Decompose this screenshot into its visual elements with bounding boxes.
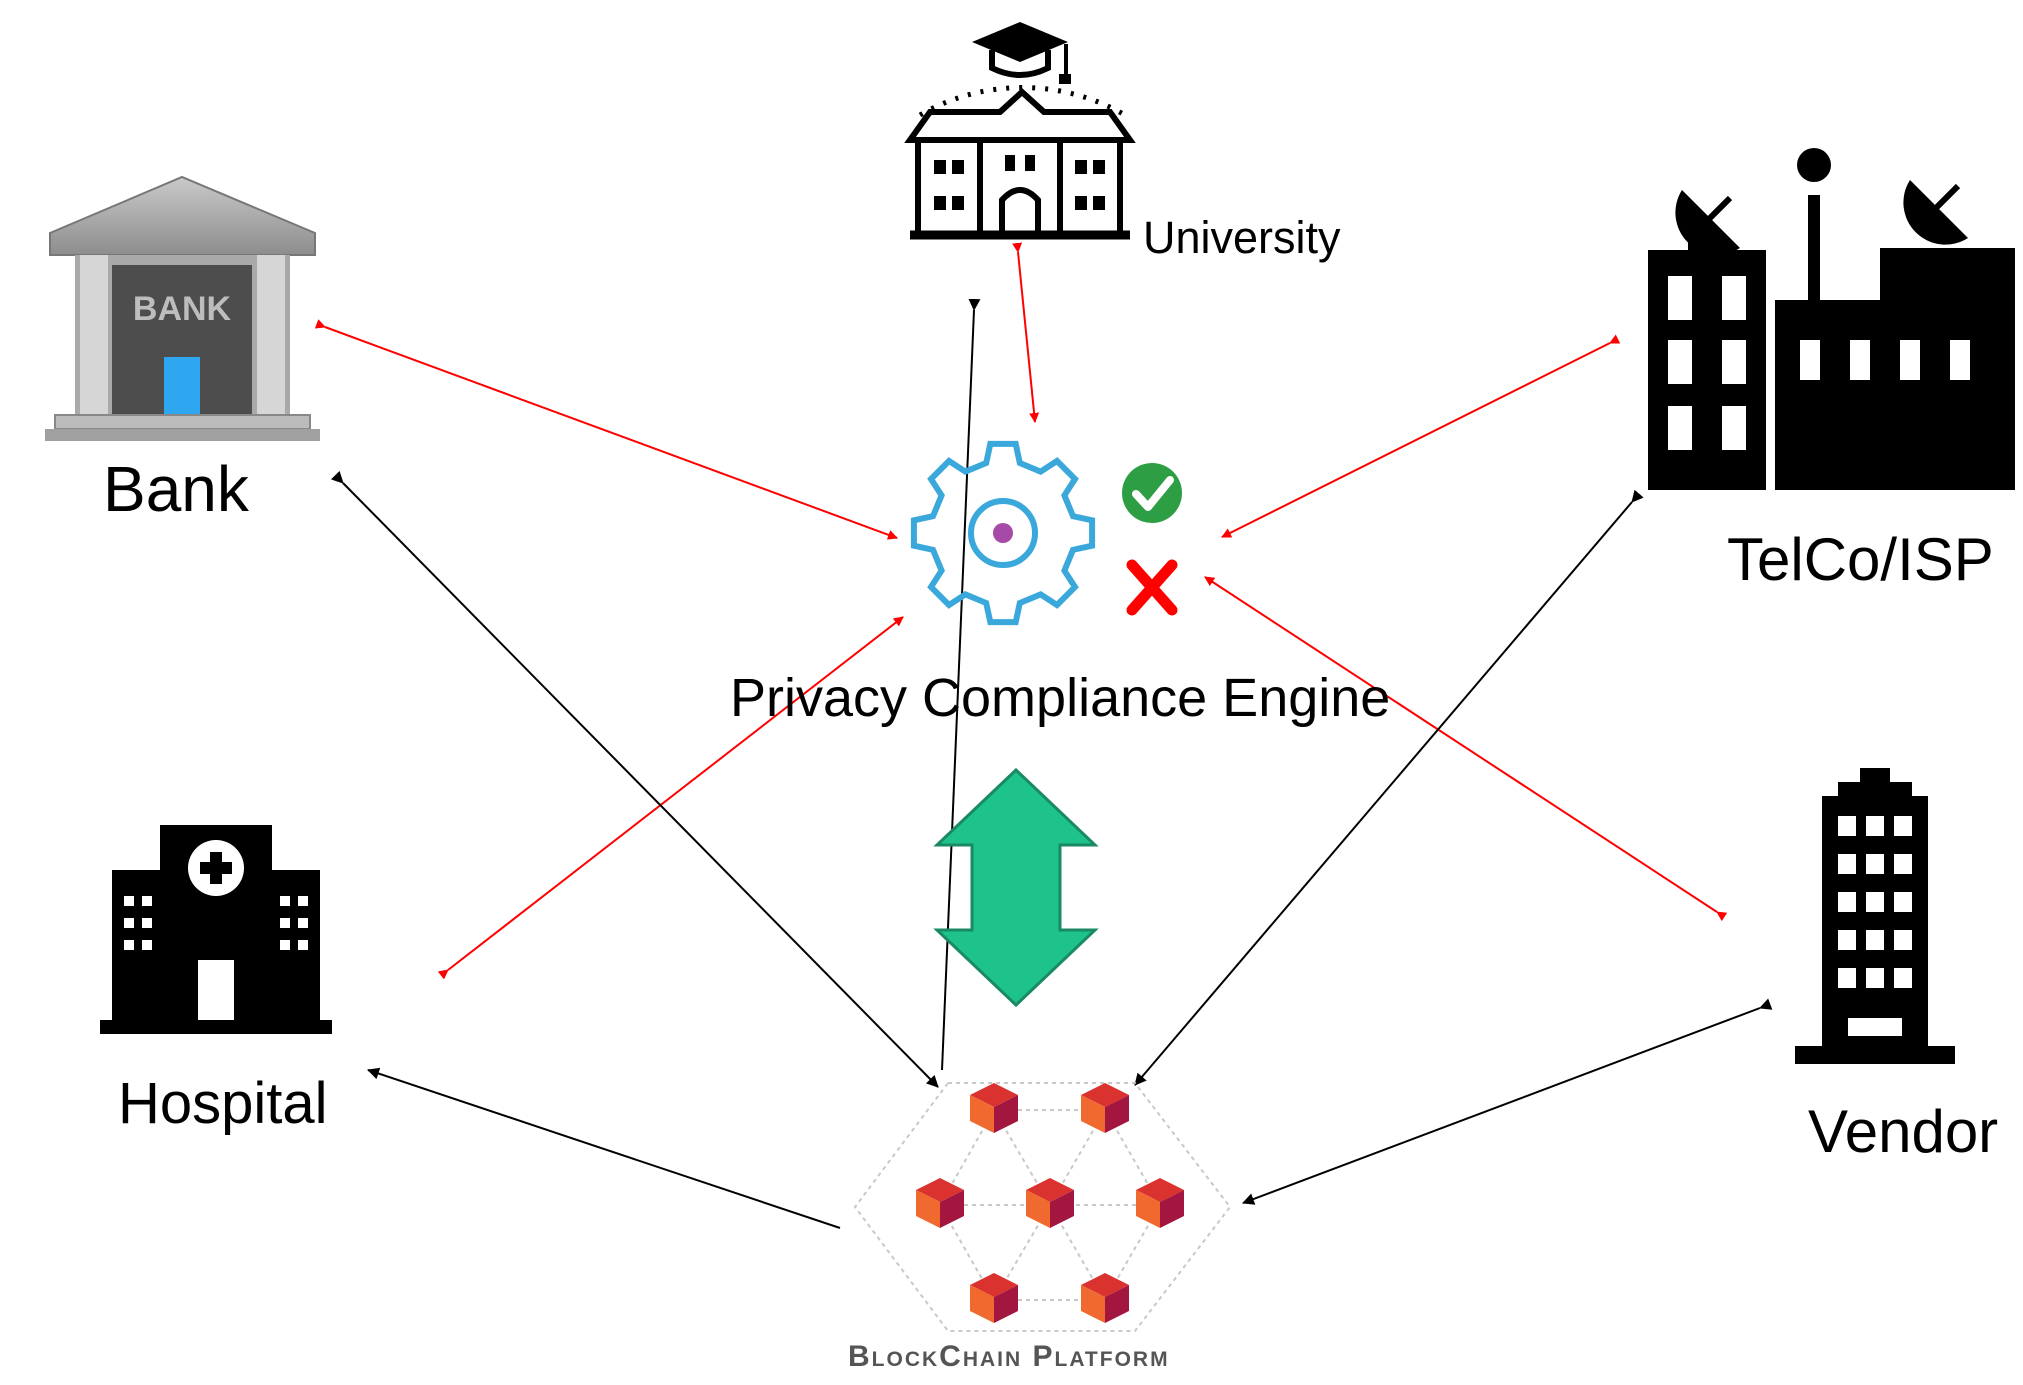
link-telco-engine	[1221, 334, 1621, 538]
university-icon	[904, 22, 1136, 240]
bank-sign: BANK	[133, 290, 232, 328]
link-university-blockchain	[941, 298, 981, 1071]
telco-icon	[1648, 148, 2015, 490]
telco-label: TelCo/ISP	[1727, 526, 1994, 593]
bank-icon: BANK	[45, 175, 320, 441]
cross-icon	[1126, 559, 1178, 616]
hospital-icon	[100, 825, 332, 1034]
link-bank-engine	[314, 319, 898, 540]
blockchain-label: BlockChain Platform	[848, 1340, 1170, 1373]
blockchain-icon	[853, 1082, 1232, 1332]
double-arrow-icon	[933, 767, 1099, 1008]
link-telco-blockchain	[1134, 489, 1644, 1086]
blockchain-links	[331, 298, 1773, 1229]
vendor-label: Vendor	[1808, 1098, 1999, 1165]
hospital-label: Hospital	[118, 1071, 328, 1136]
link-bank-blockchain	[331, 470, 939, 1088]
link-vendor-engine	[1204, 576, 1728, 922]
link-hospital-blockchain	[367, 1067, 841, 1229]
university-label: University	[1143, 212, 1341, 263]
bank-label: Bank	[103, 453, 249, 525]
check-icon	[1122, 463, 1182, 523]
gear-icon	[910, 440, 1096, 626]
link-vendor-blockchain	[1242, 998, 1773, 1205]
vendor-icon	[1795, 768, 1955, 1064]
link-university-engine	[1012, 242, 1040, 423]
engine-label: Privacy Compliance Engine	[730, 668, 1391, 728]
